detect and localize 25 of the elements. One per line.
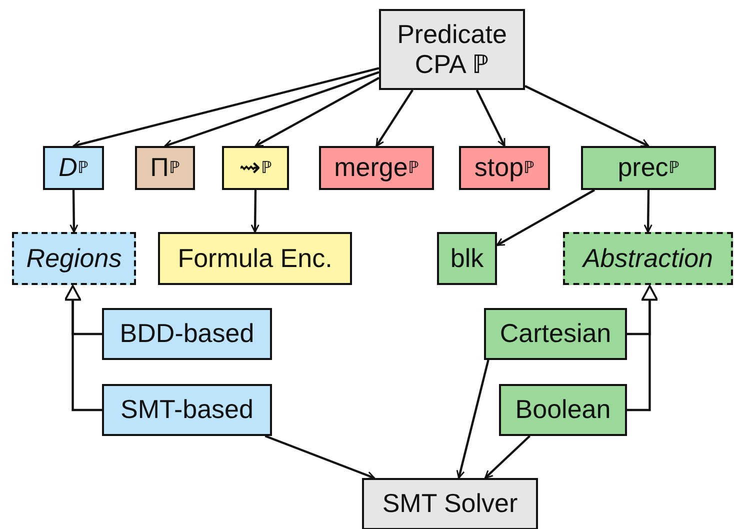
arrow [524,84,650,147]
arrow [164,71,380,148]
arrow [72,67,380,148]
arrow [476,90,506,147]
arrow [70,190,78,233]
process-box: Boolean [499,384,627,436]
process-box: SMT Solver [362,478,538,529]
process-box: Formula Enc. [158,232,352,285]
process-box: SMT-based [102,384,272,436]
arrow [250,190,260,233]
abstract-box: Abstraction [563,232,733,285]
abstract-box: Regions [12,232,136,285]
arrow [484,435,530,479]
arrow [376,89,414,147]
arrow [264,434,376,480]
inheritance-arrow [627,285,658,412]
process-box: Predicate CPA ℙ [379,9,525,90]
arrow [644,190,652,233]
process-box: BDD-based [102,308,272,360]
process-box: blk [437,232,497,285]
inheritance-arrow [64,285,102,412]
arrow [254,76,380,147]
process-box: Cartesian [484,308,627,360]
arrow [496,189,596,246]
arrow [456,360,490,479]
